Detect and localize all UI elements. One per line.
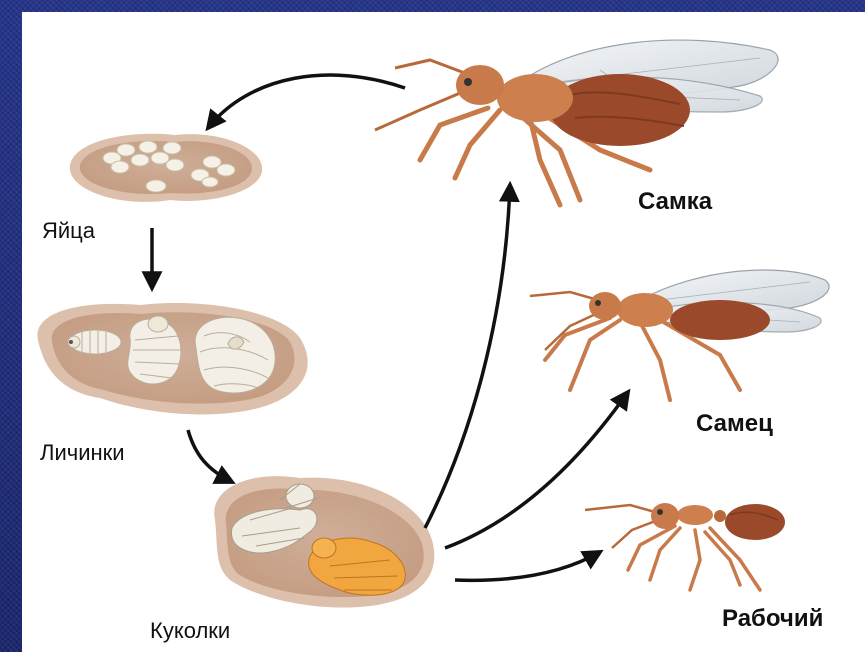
label-pupae: Куколки (150, 618, 230, 644)
larvae-icon (37, 303, 307, 414)
label-larvae: Личинки (40, 440, 125, 466)
male-ant-icon (530, 270, 829, 400)
arrow-pupae-to-worker (455, 552, 600, 580)
arrow-pupae-to-queen (425, 185, 510, 528)
worker-ant-icon (585, 503, 785, 590)
arrow-larvae-to-pupae (188, 430, 232, 482)
label-male: Самец (696, 410, 773, 438)
label-queen: Самка (638, 188, 712, 216)
queen-ant-icon (375, 40, 778, 205)
egg-cluster-icon (70, 134, 262, 202)
label-worker: Рабочий (722, 605, 823, 633)
pupae-icon (214, 476, 434, 607)
arrow-queen-to-eggs (208, 75, 405, 128)
label-eggs: Яйца (42, 218, 95, 244)
